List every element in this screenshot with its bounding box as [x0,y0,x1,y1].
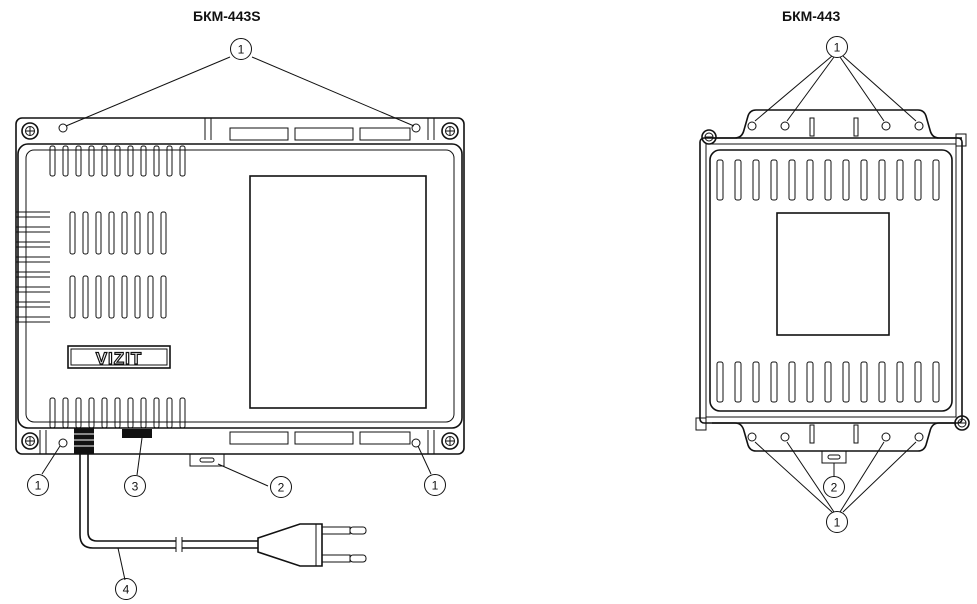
mounting-flange-bottom [712,422,956,452]
callout-1: 1 [27,474,49,496]
mounting-plate-left [15,117,465,455]
housing-right [699,137,963,424]
front-panel-window-right [776,212,890,336]
svg-text:4: 4 [123,583,130,597]
unit-title-bkm-443: БКМ-443 [782,8,841,24]
svg-text:2: 2 [278,481,285,495]
svg-text:1: 1 [432,479,439,493]
power-switch [122,429,152,438]
svg-text:3: 3 [132,480,139,494]
corner-clip-bottom [695,417,707,431]
bottom-vents-right [716,361,940,403]
side-vents-left [16,211,50,323]
unit-title-bkm-443s: БКМ-443S [193,8,261,24]
callout-2: 2 [270,476,292,498]
bkm-443s-unit: VIZIT [15,56,465,581]
screw-icon [21,122,39,140]
callout-2: 2 [823,476,845,498]
svg-text:VIZIT: VIZIT [96,349,143,368]
callout-1: 1 [424,474,446,496]
mounting-flange-top [712,109,962,139]
vizit-logo: VIZIT [67,345,171,369]
corner-clip-top [955,133,967,147]
callout-1: 1 [826,511,848,533]
bkm-443-unit [695,55,970,513]
svg-text:2: 2 [831,481,838,495]
bottom-vents-left [49,397,186,429]
callout-1: 1 [826,36,848,58]
screw-icon [701,129,717,145]
housing-left [17,143,463,429]
svg-text:1: 1 [238,43,245,57]
callout-1: 1 [230,38,252,60]
top-vents-left [49,145,186,177]
power-plug-icon [257,523,367,567]
svg-text:1: 1 [35,479,42,493]
screw-icon [441,122,459,140]
middle-vents-lower [69,275,167,319]
svg-text:1: 1 [834,41,841,55]
screw-icon [441,432,459,450]
din-bracket-right [821,450,847,464]
top-vents-right [716,159,940,201]
svg-text:1: 1 [834,516,841,530]
middle-vents-upper [69,211,167,255]
cord-strain-relief [74,428,94,454]
din-bracket-left [189,453,225,467]
front-panel-window [249,175,427,409]
power-cord [79,454,176,549]
screw-icon [21,432,39,450]
callout-3: 3 [124,475,146,497]
callout-4: 4 [115,578,137,600]
